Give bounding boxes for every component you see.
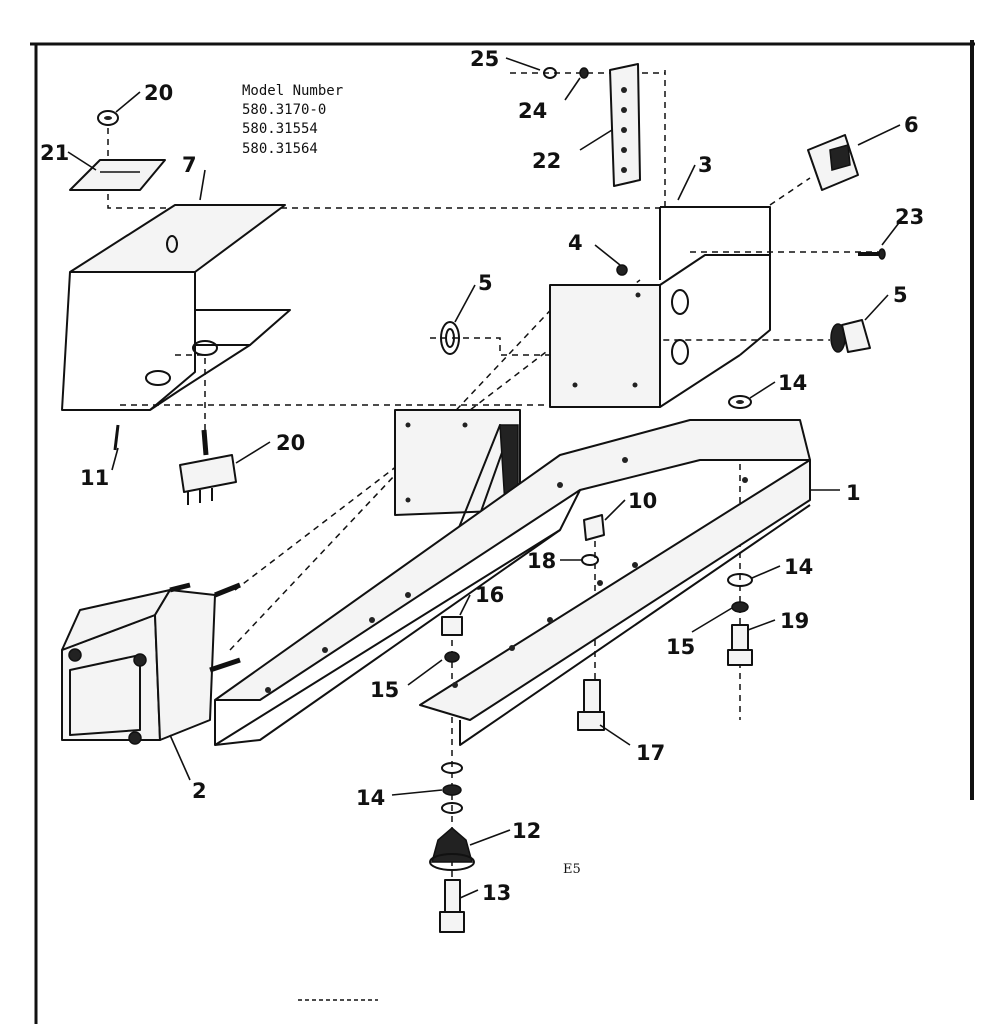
cover-box-part: [61, 204, 291, 411]
figure-code: E5: [563, 862, 581, 877]
callout-14-bottom: 14: [356, 786, 385, 810]
model-number-3: 580.31564: [242, 141, 318, 157]
hardware-parts: [429, 395, 753, 933]
label-plate-part: [69, 110, 166, 191]
callout-18: 18: [527, 549, 556, 573]
callout-15-right: 15: [666, 635, 695, 659]
callout-20-top: 20: [144, 81, 173, 105]
callout-3: 3: [698, 153, 713, 177]
callout-17: 17: [636, 741, 665, 765]
callout-6: 6: [904, 113, 919, 137]
callout-16: 16: [475, 583, 504, 607]
callout-25: 25: [470, 47, 499, 71]
callout-5-left: 5: [478, 271, 493, 295]
callout-21: 21: [40, 141, 69, 165]
callout-23: 23: [895, 205, 924, 229]
grommet-part: [440, 321, 460, 355]
circuit-board-part: [394, 409, 521, 551]
switch-part: [807, 134, 859, 191]
callout-20-bottom: 20: [276, 431, 305, 455]
callout-2: 2: [192, 779, 207, 803]
callout-labels: 25 24 22 20 21 7 3 6 23 4 5 5 14 11 20 1…: [40, 47, 924, 905]
callout-14-mid: 14: [784, 555, 813, 579]
receptacle-part: [830, 319, 871, 353]
small-screw-part: [113, 424, 120, 451]
callout-5-right: 5: [893, 283, 908, 307]
callout-22: 22: [532, 149, 561, 173]
toggle-switch-part: [179, 429, 237, 505]
callout-7: 7: [182, 153, 197, 177]
terminal-strip-part: [543, 63, 641, 187]
callout-15-left: 15: [370, 678, 399, 702]
screw-part: [858, 248, 886, 260]
callout-12: 12: [512, 819, 541, 843]
callout-4: 4: [568, 231, 583, 255]
model-number-1: 580.3170-0: [242, 102, 326, 118]
callout-10: 10: [628, 489, 657, 513]
model-number-block: Model Number 580.3170-0 580.31554 580.31…: [242, 83, 343, 157]
frame-border: [30, 40, 975, 1024]
callout-1: 1: [846, 481, 861, 505]
callout-11: 11: [80, 466, 109, 490]
leader-lines: [67, 57, 906, 899]
callout-19: 19: [780, 609, 809, 633]
model-number-heading: Model Number: [242, 83, 343, 99]
base-channel-part: [214, 419, 811, 746]
switch-box-part: [549, 206, 771, 408]
callout-24: 24: [518, 99, 547, 123]
transformer-part: [61, 582, 241, 745]
callout-14-top: 14: [778, 371, 807, 395]
callout-13: 13: [482, 881, 511, 905]
model-number-2: 580.31554: [242, 121, 318, 137]
